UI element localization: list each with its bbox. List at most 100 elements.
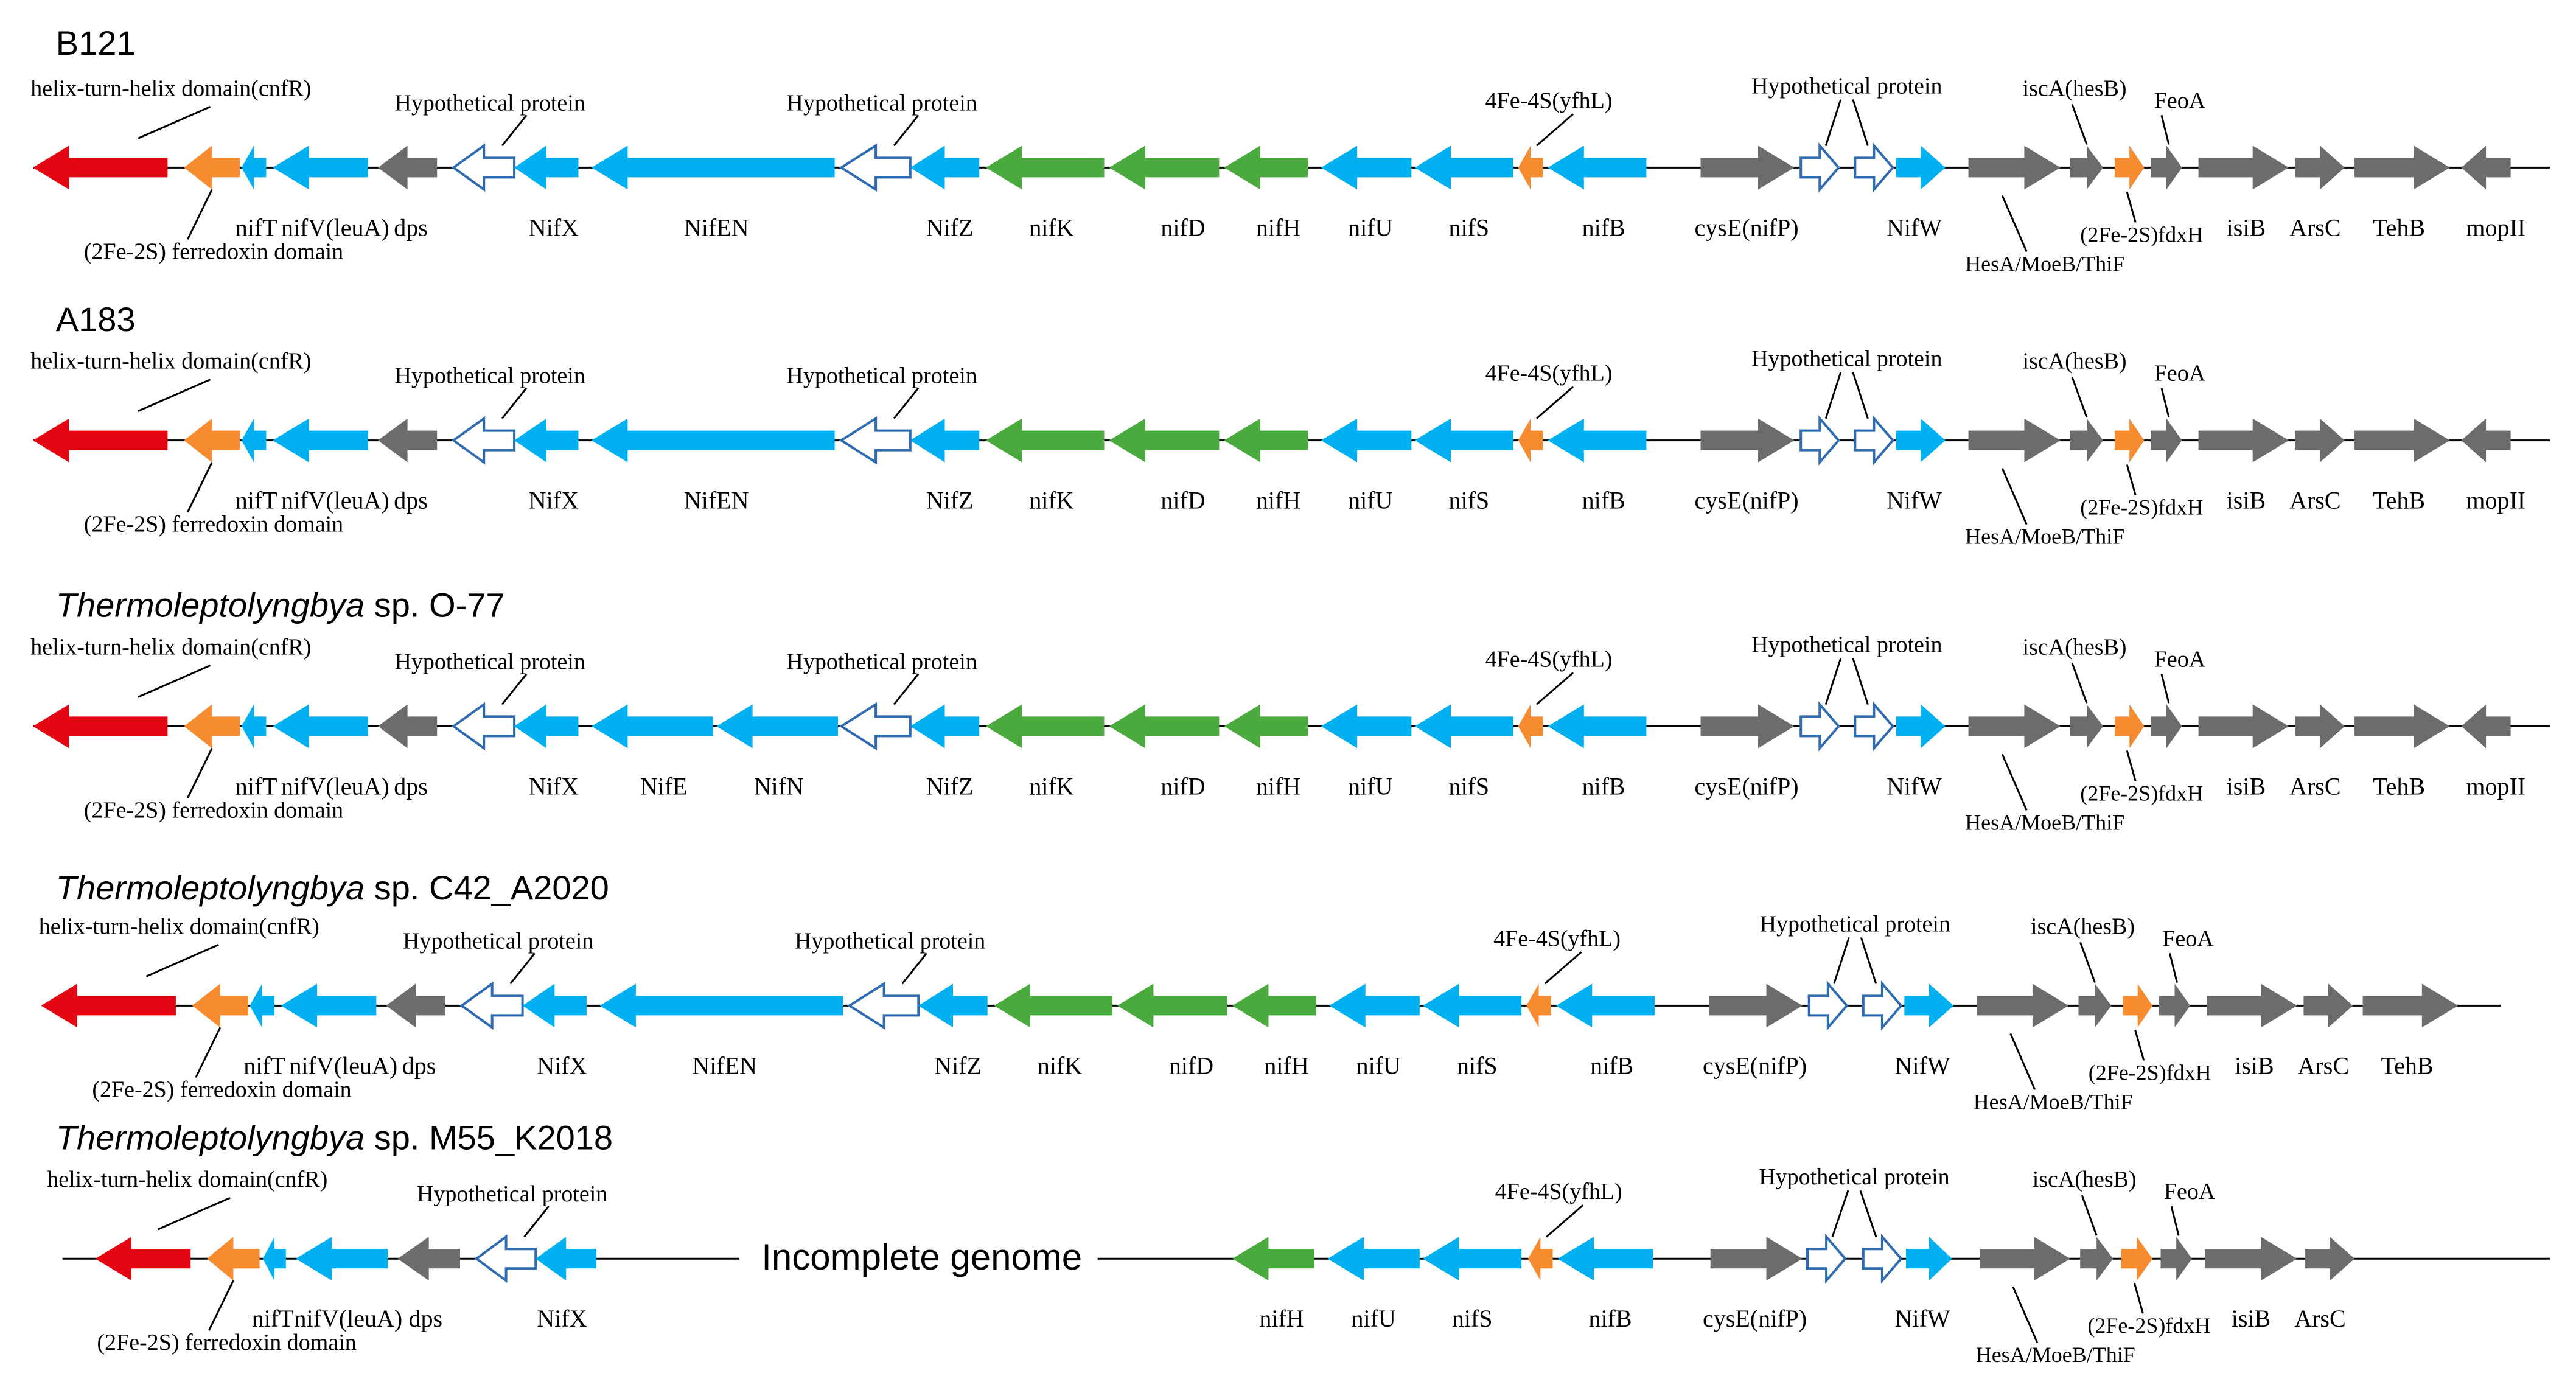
nifk-gene bbox=[994, 983, 1112, 1028]
tehb-gene bbox=[2354, 145, 2450, 190]
arsc-gene bbox=[2295, 145, 2345, 190]
gene-label-nifb: nifB bbox=[1590, 1052, 1633, 1079]
hypothetical-leader-4 bbox=[1852, 99, 1869, 146]
gene-label-nifb: nifB bbox=[1582, 214, 1625, 241]
tehb-gene bbox=[2354, 704, 2450, 749]
feoa-leader-line bbox=[2160, 674, 2170, 704]
isca-gene bbox=[2070, 145, 2103, 190]
species-name: Thermoleptolyngbya bbox=[56, 586, 365, 624]
ferredoxin-leader-line bbox=[186, 189, 213, 240]
gene-label-nifk: nifK bbox=[1038, 1052, 1082, 1079]
gene-label-arsc: ArsC bbox=[2294, 1305, 2345, 1332]
nifk-gene bbox=[986, 704, 1105, 749]
cyse-gene bbox=[1709, 983, 1803, 1028]
gene-label-tehb: TehB bbox=[2373, 214, 2425, 241]
hypothetical-protein-label-1: Hypothetical protein bbox=[394, 363, 585, 389]
nifb-gene bbox=[1548, 418, 1647, 463]
hesa-label: HesA/MoeB/ThiF bbox=[1974, 1089, 2133, 1114]
hypothetical-gene-3 bbox=[1799, 415, 1840, 466]
nifx-gene bbox=[536, 1237, 597, 1281]
nifs-gene bbox=[1423, 1237, 1522, 1281]
gene-label-nifh: nifH bbox=[1256, 214, 1300, 241]
fe4s-label: 4Fe-4S(yfhL) bbox=[1485, 88, 1613, 113]
fdxh-leader-line bbox=[2126, 464, 2137, 496]
strain-name: sp. C42_A2020 bbox=[365, 868, 609, 907]
cyse-gene bbox=[1710, 1237, 1803, 1281]
gene-label-nifk: nifK bbox=[1029, 487, 1073, 514]
hypothetical-leader-4 bbox=[1859, 1190, 1877, 1237]
isca-gene bbox=[2078, 983, 2112, 1028]
isca-leader-line bbox=[2071, 662, 2088, 704]
nifh-gene bbox=[1232, 983, 1316, 1028]
hesa-leader-line bbox=[2001, 195, 2028, 252]
hth-domain-label: helix-turn-helix domain(cnfR) bbox=[30, 634, 311, 660]
nifz-gene bbox=[918, 983, 988, 1028]
isca-gene bbox=[2070, 704, 2103, 749]
hypothetical-gene-3 bbox=[1799, 701, 1840, 752]
hesa-label: HesA/MoeB/ThiF bbox=[1965, 810, 2124, 834]
hesa-label: HesA/MoeB/ThiF bbox=[1976, 1343, 2135, 1367]
nifb-gene bbox=[1548, 704, 1647, 749]
strain-name: sp. O-77 bbox=[365, 586, 504, 624]
fdxh-gene bbox=[2121, 1237, 2152, 1281]
ferredoxin-domain-label: (2Fe-2S) ferredoxin domain bbox=[92, 1077, 351, 1102]
ferredoxin-leader-line bbox=[195, 1027, 222, 1078]
nifb-gene bbox=[1548, 145, 1647, 190]
mopii-gene bbox=[2461, 418, 2511, 463]
nifen-gene bbox=[599, 983, 843, 1028]
gene-label-nifu: nifU bbox=[1348, 772, 1392, 800]
gene-label-nifx: NifX bbox=[537, 1305, 587, 1332]
gene-label-nifd: nifD bbox=[1161, 487, 1205, 514]
niftt-gene bbox=[263, 1237, 286, 1281]
hesa-label: HesA/MoeB/ThiF bbox=[1965, 251, 2124, 276]
arsc-gene bbox=[2295, 418, 2345, 463]
gene-label-nifw: NifW bbox=[1894, 1305, 1950, 1332]
fe4s-leader-line bbox=[1546, 1204, 1584, 1238]
gene-label-nifb: nifB bbox=[1588, 1305, 1632, 1332]
hypothetical-gene-2 bbox=[839, 143, 912, 192]
yfhl-4fe4s-gene bbox=[1518, 145, 1543, 190]
isca-label: iscA(hesB) bbox=[2023, 349, 2127, 374]
fe4s-leader-line bbox=[1544, 951, 1582, 985]
hypothetical-leader-3 bbox=[1824, 99, 1842, 146]
nifx-gene bbox=[522, 983, 587, 1028]
hesa-label: HesA/MoeB/ThiF bbox=[1965, 525, 2124, 549]
fdxh-label: (2Fe-2S)fdxH bbox=[2080, 781, 2203, 805]
arsc-gene bbox=[2305, 1237, 2355, 1281]
hesa-gene bbox=[1968, 145, 2061, 190]
fe4s-label: 4Fe-4S(yfhL) bbox=[1495, 1179, 1622, 1204]
nifs-gene bbox=[1423, 983, 1522, 1028]
gene-label-nifs: nifS bbox=[1448, 772, 1489, 800]
hth-leader-line bbox=[138, 665, 211, 698]
mopii-gene bbox=[2461, 704, 2511, 749]
cnfR-gene bbox=[95, 1237, 191, 1281]
strain-name: sp. M55_K2018 bbox=[365, 1118, 613, 1156]
gene-label-isib: isiB bbox=[2227, 487, 2266, 514]
gene-label-arsc: ArsC bbox=[2289, 487, 2340, 514]
feoa-gene bbox=[2151, 418, 2182, 463]
hypothetical-gene-1 bbox=[451, 143, 516, 192]
gene-label-nifs: nifS bbox=[1448, 487, 1489, 514]
gene-label-cyse: cysE(nifP) bbox=[1703, 1052, 1807, 1079]
gene-label-dps: dps bbox=[409, 1305, 443, 1332]
hypothetical-gene-1 bbox=[451, 416, 516, 465]
ferredoxin-domain-label: (2Fe-2S) ferredoxin domain bbox=[84, 797, 343, 823]
gene-label-nifz: NifZ bbox=[926, 214, 974, 241]
arsc-gene bbox=[2303, 983, 2353, 1028]
fdxh-gene bbox=[2123, 983, 2152, 1028]
hesa-leader-line bbox=[2009, 1033, 2036, 1090]
ferredoxin-leader-line bbox=[186, 461, 213, 513]
gene-label-nifen: NifEN bbox=[684, 487, 749, 514]
fdxh-gene bbox=[2114, 418, 2145, 463]
gene-label-nifw: NifW bbox=[1887, 214, 1942, 241]
hypothetical-protein-label-2: Hypothetical protein bbox=[786, 363, 977, 389]
ferredoxin-leader-line bbox=[186, 747, 213, 799]
niftt-gene bbox=[241, 418, 267, 463]
incomplete-genome-label: Incomplete genome bbox=[761, 1237, 1082, 1277]
track-title: A183 bbox=[56, 300, 136, 338]
gene-label-nifu: nifU bbox=[1356, 1052, 1401, 1079]
hypothetical-gene-1 bbox=[451, 702, 516, 751]
hypothetical-gene-4 bbox=[1862, 1233, 1903, 1284]
gene-label-nifv: nifV(leuA) bbox=[295, 1305, 403, 1332]
